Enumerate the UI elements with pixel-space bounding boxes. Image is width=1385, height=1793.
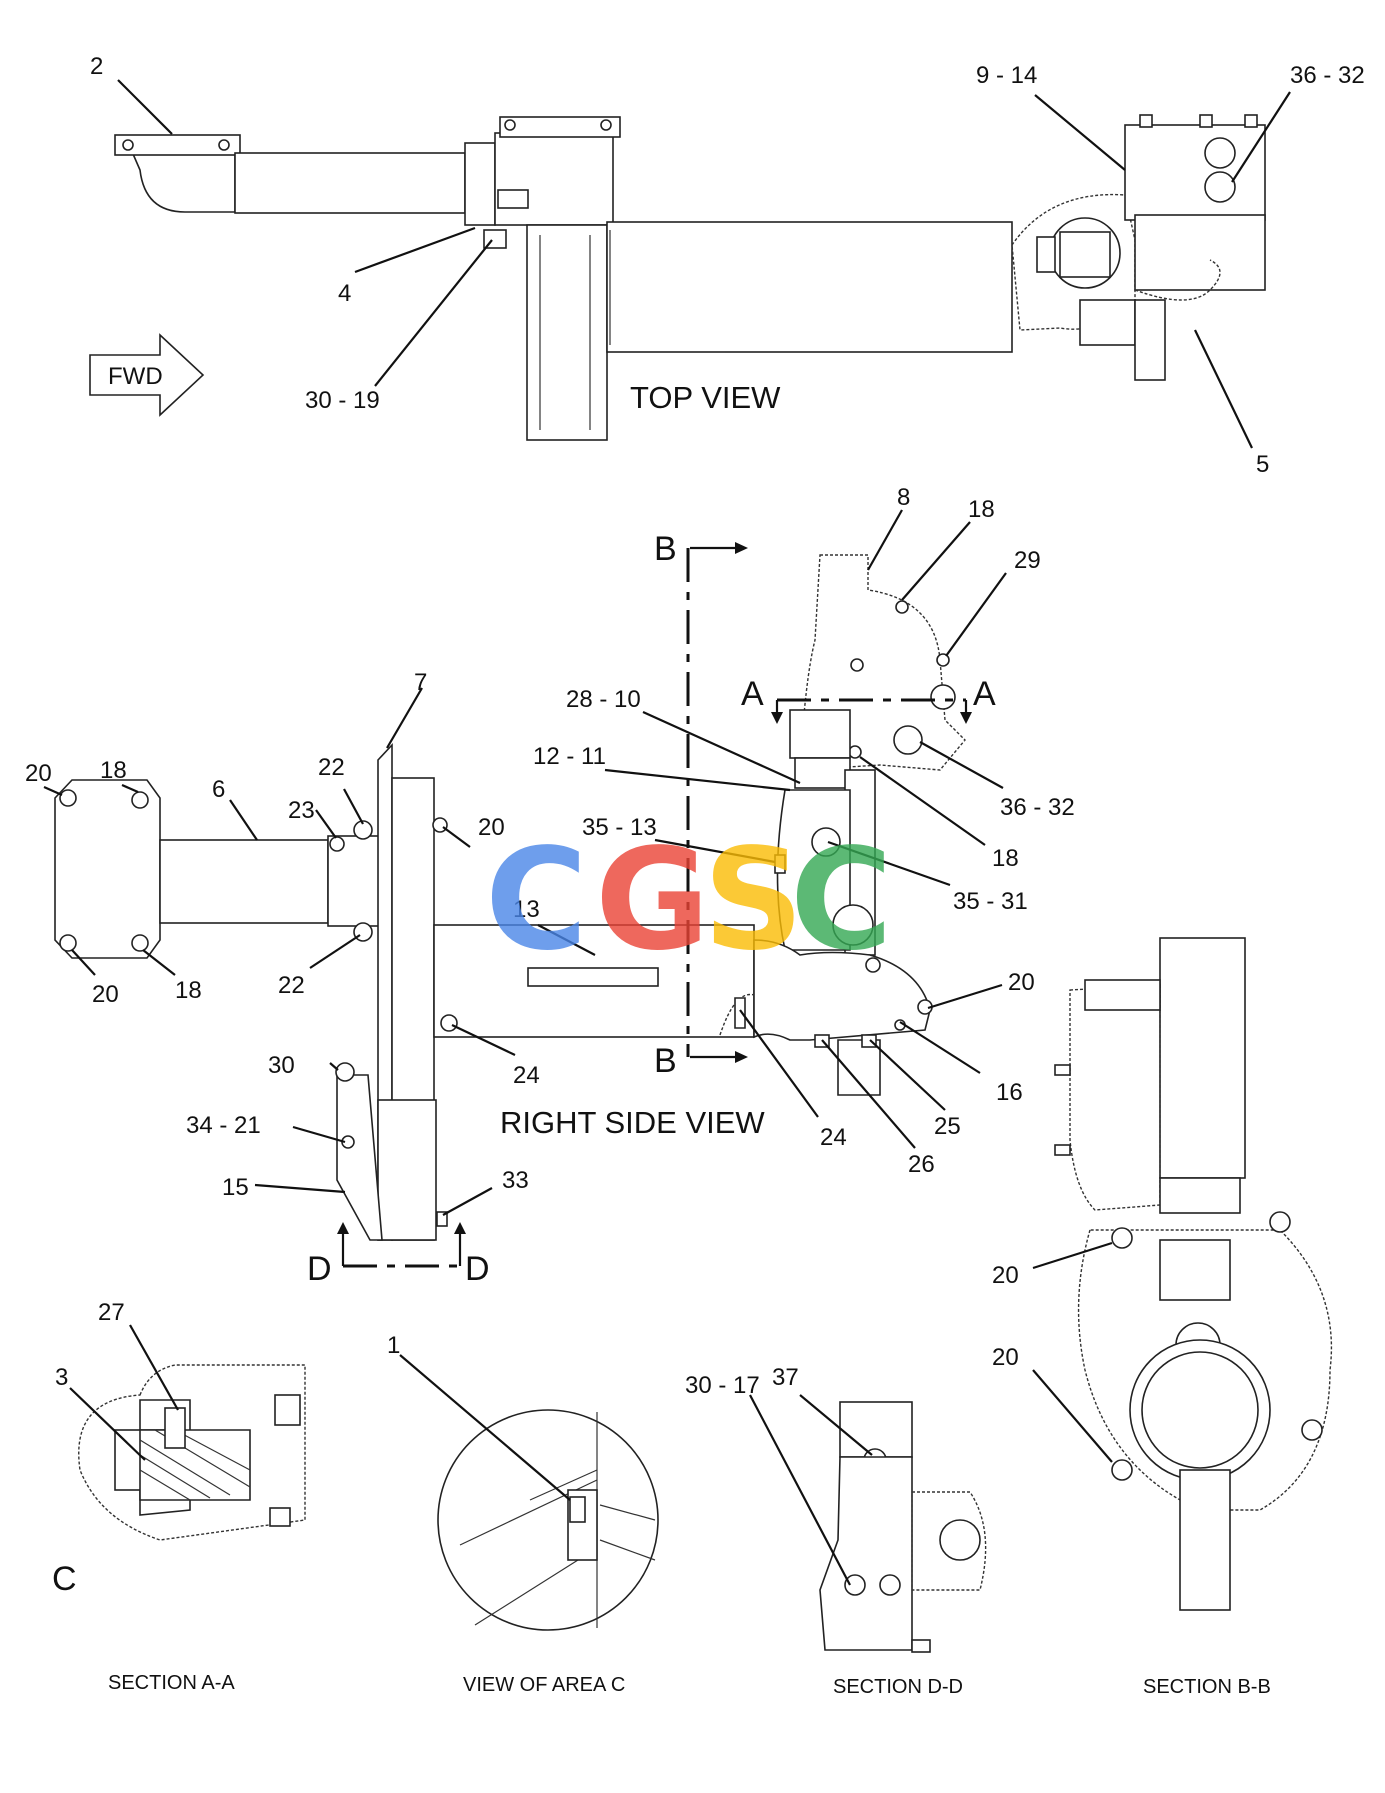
- view-area-c-drawing: [437, 1409, 659, 1631]
- callout-28-10: 28 - 10: [566, 686, 641, 713]
- callout-22-a: 22: [318, 754, 345, 781]
- watermark-letter-1: C: [485, 819, 588, 982]
- section-mark-b-bottom: B: [654, 1042, 677, 1080]
- callout-2: 2: [90, 53, 103, 80]
- watermark: C G S C: [485, 819, 893, 982]
- section-mark-d-left: D: [307, 1250, 332, 1288]
- callout-30: 30: [268, 1052, 295, 1079]
- callout-5: 5: [1256, 451, 1269, 478]
- callout-18-b: 18: [992, 845, 1019, 872]
- section-mark-d-right: D: [465, 1250, 490, 1288]
- view-area-c-leader: [399, 1354, 571, 1501]
- right-side-view-leaders: [43, 509, 1007, 1216]
- right-side-view-callouts: 8 18 29 28 - 10 12 - 11 36 - 32 18 35 - …: [25, 484, 1075, 1201]
- callout-23: 23: [288, 797, 315, 824]
- callout-12-11: 12 - 11: [533, 743, 606, 770]
- callout-9-14: 9 - 14: [976, 62, 1037, 89]
- callout-22-b: 22: [278, 972, 305, 999]
- callout-1: 1: [387, 1332, 400, 1359]
- callout-8: 8: [897, 484, 910, 511]
- watermark-letter-2: G: [595, 819, 710, 982]
- callout-16: 16: [996, 1079, 1023, 1106]
- callout-20-f: 20: [992, 1344, 1019, 1371]
- forward-arrow: FWD: [89, 333, 205, 417]
- callout-30-19: 30 - 19: [305, 387, 380, 414]
- callout-34-21: 34 - 21: [186, 1112, 261, 1139]
- callout-20-e: 20: [992, 1262, 1019, 1289]
- callout-3: 3: [55, 1364, 68, 1391]
- forward-arrow-label: FWD: [108, 363, 163, 390]
- callout-13: 13: [513, 896, 540, 923]
- view-area-c-caption: VIEW OF AREA C: [463, 1674, 625, 1696]
- section-aa-caption: SECTION A-A: [108, 1672, 235, 1694]
- section-mark-c: C: [52, 1560, 77, 1598]
- section-mark-b-top: B: [654, 530, 677, 568]
- section-bb-leaders: [1032, 1241, 1113, 1463]
- callout-18-d: 18: [175, 977, 202, 1004]
- top-view-title: TOP VIEW: [630, 380, 781, 415]
- section-dd-caption: SECTION D-D: [833, 1676, 963, 1698]
- callout-18-c: 18: [100, 757, 127, 784]
- callout-27: 27: [98, 1299, 125, 1326]
- top-view-drawing: [114, 114, 1266, 441]
- callout-20-b: 20: [478, 814, 505, 841]
- section-mark-a-right: A: [973, 675, 996, 713]
- callout-35-13: 35 - 13: [582, 814, 657, 841]
- callout-20-d: 20: [1008, 969, 1035, 996]
- callout-4: 4: [338, 280, 351, 307]
- top-view-leaders: [117, 79, 1291, 449]
- callout-37: 37: [772, 1364, 799, 1391]
- callout-36-32-top: 36 - 32: [1290, 62, 1365, 89]
- section-aa-drawing: [78, 1364, 306, 1541]
- callout-30-17: 30 - 17: [685, 1372, 760, 1399]
- callout-20-c: 20: [92, 981, 119, 1008]
- section-bb-drawing: [1054, 937, 1333, 1611]
- right-side-view-title: RIGHT SIDE VIEW: [500, 1105, 765, 1140]
- callout-20-a: 20: [25, 760, 52, 787]
- callout-24-a: 24: [513, 1062, 540, 1089]
- callout-36-32-mid: 36 - 32: [1000, 794, 1075, 821]
- callout-15: 15: [222, 1174, 249, 1201]
- section-bb-caption: SECTION B-B: [1143, 1676, 1271, 1698]
- callout-18-a: 18: [968, 496, 995, 523]
- callout-6: 6: [212, 776, 225, 803]
- section-aa-leaders: [69, 1324, 179, 1461]
- watermark-letter-3: S: [703, 819, 804, 982]
- watermark-letter-4: C: [790, 819, 893, 982]
- top-view-callouts: 2 4 30 - 19 9 - 14 36 - 32 5: [90, 53, 1365, 478]
- callout-35-31: 35 - 31: [953, 888, 1028, 915]
- callout-25: 25: [934, 1113, 961, 1140]
- callout-33: 33: [502, 1167, 529, 1194]
- section-mark-a-left: A: [741, 675, 764, 713]
- section-lines: [337, 542, 972, 1268]
- callout-7: 7: [414, 669, 427, 696]
- right-side-view-drawing: [54, 554, 966, 1241]
- section-dd-drawing: [819, 1401, 987, 1653]
- callout-29: 29: [1014, 547, 1041, 574]
- callout-26: 26: [908, 1151, 935, 1178]
- section-marks: B B A A D D: [307, 530, 996, 1288]
- callout-24-b: 24: [820, 1124, 847, 1151]
- section-dd-leaders: [749, 1394, 873, 1586]
